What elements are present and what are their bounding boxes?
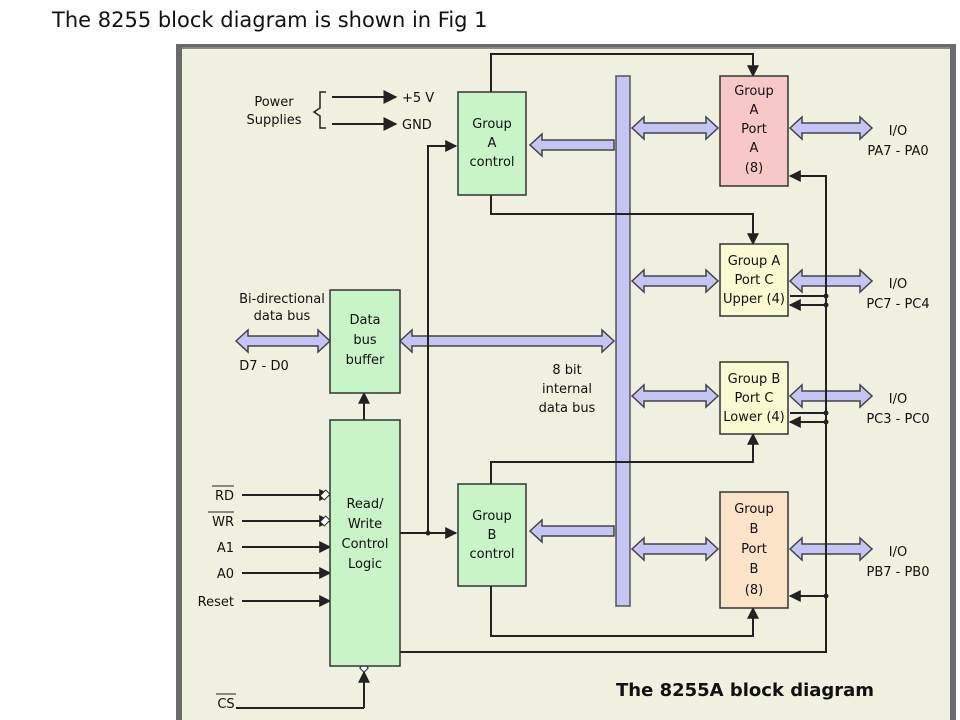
power-supplies: Power Supplies +5 V GND (247, 90, 434, 133)
pcl-line-0: Group B (728, 372, 781, 387)
supplies-label: Supplies (247, 113, 302, 128)
pa-io-arrow (788, 115, 874, 141)
internal-bus-label-1: internal (542, 382, 592, 397)
pa-line-4: (8) (745, 161, 763, 176)
gac-line-2: control (469, 155, 514, 170)
port-b-bus-arrow (630, 536, 720, 562)
io-label-1: I/O (889, 277, 907, 292)
data-bus-buffer-block: Data bus buffer (329, 289, 401, 394)
plus5v-label: +5 V (402, 91, 434, 106)
port-c-lower-bus-arrow (630, 383, 720, 409)
internal-bus-label-0: 8 bit (552, 363, 581, 378)
input-a1: A1 (217, 541, 234, 556)
pb-line-1: B (750, 522, 759, 537)
group-b-control-bus-arrow (528, 518, 615, 544)
io-label-2: I/O (889, 392, 907, 407)
group-a-port-c-upper-block: Group A Port C Upper (4) (719, 243, 789, 317)
input-cs: CS (217, 697, 234, 712)
pc-upper-io-arrow (788, 268, 874, 294)
pb-line-0: Group (734, 502, 774, 517)
gbc-line-0: Group (472, 509, 512, 524)
pc-lower-io-arrow (788, 383, 874, 409)
io-pins-1: PC7 - PC4 (866, 297, 929, 312)
pa-line-0: Group (734, 84, 774, 99)
pa-line-1: A (750, 103, 759, 118)
pb-line-2: Port (741, 542, 767, 557)
io-pins-0: PA7 - PA0 (867, 144, 928, 159)
internal-bus-label-2: data bus (539, 401, 596, 416)
pb-line-4: (8) (745, 583, 763, 598)
group-b-port-b-block: Group B Port B (8) (719, 491, 789, 609)
io-label-0: I/O (889, 124, 907, 139)
rw-control-logic-block: Read/ Write Control Logic (329, 419, 401, 667)
group-a-port-a-block: Group A Port A (8) (719, 75, 789, 187)
input-reset: Reset (198, 595, 234, 610)
dbb-line-1: bus (353, 333, 376, 348)
rw-line-1: Write (348, 517, 382, 532)
port-a-bus-arrow (630, 115, 720, 141)
dbb-line-0: Data (349, 313, 380, 328)
input-rd: RD (215, 489, 234, 504)
diagram-panel (182, 48, 950, 720)
gac-line-1: A (488, 136, 497, 151)
control-input-labels: RD WR A1 A0 Reset CS (198, 485, 364, 712)
figure-caption: The 8255A block diagram (616, 680, 875, 701)
input-a0: A0 (217, 567, 234, 582)
buffer-bus-arrow (398, 328, 616, 354)
group-b-port-c-lower-block: Group B Port C Lower (4) (719, 361, 789, 435)
io-pins-2: PC3 - PC0 (866, 412, 929, 427)
group-b-control-block: Group B control (457, 483, 527, 587)
pcu-line-0: Group A (728, 254, 781, 269)
pcu-line-2: Upper (4) (723, 292, 785, 307)
gbc-line-2: control (469, 547, 514, 562)
rw-line-0: Read/ (346, 497, 384, 512)
gnd-label: GND (402, 118, 432, 133)
power-label: Power (254, 95, 294, 110)
d-bus-label: D7 - D0 (239, 359, 289, 374)
rw-line-2: Control (342, 537, 389, 552)
group-a-control-bus-arrow (528, 132, 615, 158)
pcl-line-2: Lower (4) (723, 410, 785, 425)
bidir-label-1: Bi-directional (239, 292, 325, 307)
gac-line-0: Group (472, 117, 512, 132)
io-labels: I/O PA7 - PA0 I/O PC7 - PC4 I/O PC3 - PC… (866, 124, 929, 580)
dbb-line-2: buffer (346, 353, 385, 368)
heading: The 8255 block diagram is shown in Fig 1 (52, 8, 488, 32)
group-a-control-block: Group A control (457, 91, 527, 196)
bus-arrows (234, 115, 874, 562)
io-label-3: I/O (889, 545, 907, 560)
pb-line-3: B (750, 562, 759, 577)
junction-dots (425, 293, 829, 599)
pa-line-3: A (750, 141, 759, 156)
pcu-line-1: Port C (735, 273, 774, 288)
internal-data-bus (615, 75, 631, 607)
pa-line-2: Port (741, 122, 767, 137)
rw-line-3: Logic (348, 557, 382, 572)
pcl-line-1: Port C (735, 391, 774, 406)
input-wr: WR (212, 515, 234, 530)
port-c-upper-bus-arrow (630, 268, 720, 294)
io-pins-3: PB7 - PB0 (866, 565, 929, 580)
pb-io-arrow (788, 536, 874, 562)
bidir-label-2: data bus (254, 309, 311, 324)
gbc-line-1: B (488, 528, 497, 543)
